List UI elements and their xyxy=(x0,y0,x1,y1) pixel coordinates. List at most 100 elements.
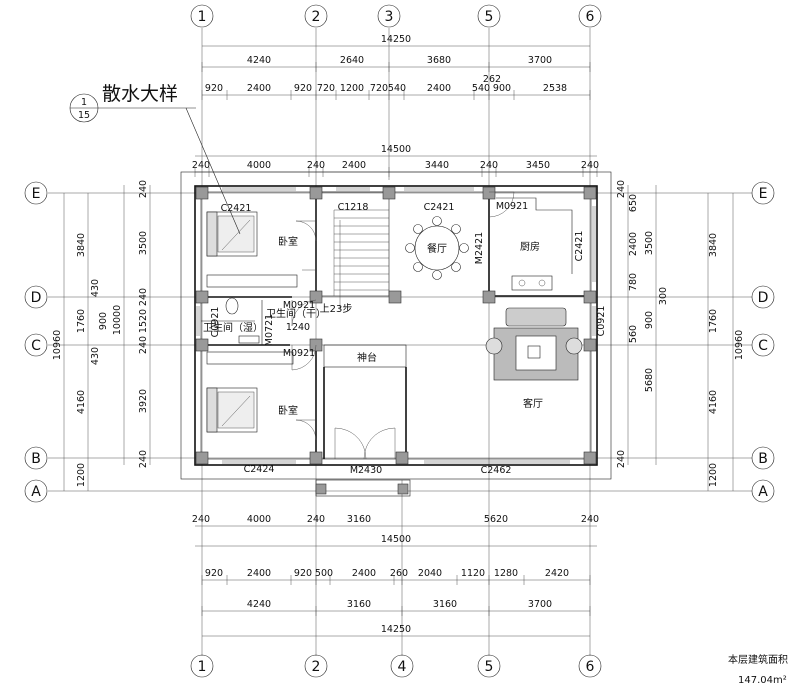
dim-right-o-1: 3840 xyxy=(708,233,719,257)
dim-top-r6-1: 240 xyxy=(192,160,210,171)
structural-columns xyxy=(195,186,597,495)
dim-left-o-1: 3840 xyxy=(76,233,87,257)
dim-bot-r4-4: 3700 xyxy=(528,599,552,610)
dim-bot-r4-3: 3160 xyxy=(433,599,457,610)
axis-left-E: E xyxy=(32,186,41,202)
dim-top-r2-1: 4240 xyxy=(247,55,271,66)
dim-right-i-3: 2400 xyxy=(628,232,639,256)
dim-right-m-1: 3500 xyxy=(644,231,655,255)
dim-top-262: 262 xyxy=(483,74,501,85)
axis-right-D: D xyxy=(758,290,769,306)
furniture xyxy=(206,197,583,433)
dim-right-m-4: 5680 xyxy=(644,368,655,392)
dim-bot-r1-2: 4000 xyxy=(247,514,271,525)
code-door-dining-kitchen: M2421 xyxy=(474,232,485,264)
room-labels: 卧室 卧室 餐厅 厨房 客厅 神台 上23步 卫生间（干） 卫生间（湿） 124… xyxy=(203,235,543,417)
dim-bot-r3-6: 260 xyxy=(390,568,408,579)
dim-right-m-3: 900 xyxy=(644,311,655,329)
axis-left-B: B xyxy=(31,451,41,467)
room-dining: 餐厅 xyxy=(427,242,447,255)
dim-left-o-3: 1760 xyxy=(76,309,87,333)
dim-left-i-6: 3920 xyxy=(138,389,149,413)
dim-left-i-2: 3500 xyxy=(138,231,149,255)
axis-right-C: C xyxy=(758,338,768,354)
dim-right-i-5: 560 xyxy=(628,325,639,343)
dim-left-o-6: 1200 xyxy=(76,463,87,487)
bottom-dimensions: 240 4000 240 3160 5620 240 14500 920 240… xyxy=(192,514,599,637)
dim-bot-total-14500: 14500 xyxy=(381,534,411,545)
dim-bot-r3-3: 920 xyxy=(294,568,312,579)
callout-title: 散水大样 xyxy=(102,83,178,105)
dim-bot-r3-2: 2400 xyxy=(247,568,271,579)
dim-left-i-3: 240 xyxy=(138,288,149,306)
dim-left-o-5: 4160 xyxy=(76,390,87,414)
windows xyxy=(196,187,596,464)
right-dimensions: 10960 3840 1760 4160 1200 3500 300 900 5… xyxy=(616,180,745,491)
callout-detail-num: 1 xyxy=(81,97,87,108)
dim-right-o-2: 1760 xyxy=(708,309,719,333)
dim-top-r4-11: 2538 xyxy=(543,83,567,94)
code-win-bed-bottom: C2424 xyxy=(244,464,275,475)
dim-left-i-1: 240 xyxy=(138,180,149,198)
dim-top-r4-5: 1200 xyxy=(340,83,364,94)
axis-bottom-1: 1 xyxy=(198,659,207,675)
room-living: 客厅 xyxy=(523,397,543,410)
axis-left-C: C xyxy=(31,338,41,354)
dim-top-r4-6: 720 xyxy=(370,83,388,94)
top-dimensions: 14250 4240 2640 3680 3700 262 920 2400 9… xyxy=(192,34,599,177)
axis-top-5: 5 xyxy=(485,9,494,25)
code-door-bath-side: M0721 xyxy=(264,314,275,346)
dim-right-i-1: 240 xyxy=(616,180,627,198)
room-bedroom-bottom: 卧室 xyxy=(278,404,298,417)
dim-top-r6-6: 240 xyxy=(480,160,498,171)
axis-top-3: 3 xyxy=(385,9,394,25)
dim-bot-r3-9: 1280 xyxy=(494,568,518,579)
dim-right-i-4: 780 xyxy=(628,273,639,291)
doors xyxy=(291,191,515,460)
dim-top-r4-2: 2400 xyxy=(247,83,271,94)
axis-left-A: A xyxy=(31,484,41,500)
dim-right-o-4: 1200 xyxy=(708,463,719,487)
dim-top-r6-8: 240 xyxy=(581,160,599,171)
dim-bot-r3-5: 2400 xyxy=(352,568,376,579)
axis-top-6: 6 xyxy=(586,9,595,25)
room-shrine: 神台 xyxy=(357,351,377,364)
axis-grid xyxy=(48,28,752,656)
dim-right-o-3: 4160 xyxy=(708,390,719,414)
left-dimensions: 10960 3840 430 1760 430 4160 1200 10000 … xyxy=(52,180,151,491)
room-kitchen: 厨房 xyxy=(520,240,540,253)
room-bedroom-top: 卧室 xyxy=(278,235,298,248)
dim-left-10000: 10000 xyxy=(112,305,123,335)
floor-area-label: 本层建筑面积 xyxy=(728,653,788,666)
dim-left-i-7: 240 xyxy=(138,450,149,468)
dim-bot-r4-1: 4240 xyxy=(247,599,271,610)
building-walls xyxy=(180,171,612,497)
code-win-kitchen-side: C2421 xyxy=(574,231,585,262)
dim-bot-r3-10: 2420 xyxy=(545,568,569,579)
staircase xyxy=(333,209,389,310)
dim-top-r6-4: 2400 xyxy=(342,160,366,171)
dim-bot-total-14250: 14250 xyxy=(381,624,411,635)
dim-top-r6-7: 3450 xyxy=(526,160,550,171)
axis-right-E: E xyxy=(759,186,768,202)
dim-top-r4-7: 540 xyxy=(388,83,406,94)
dim-top-r2-4: 3700 xyxy=(528,55,552,66)
dim-left-o-2: 430 xyxy=(90,279,101,297)
dim-top-r4-8: 2400 xyxy=(427,83,451,94)
axis-bottom-4: 4 xyxy=(398,659,407,675)
area-footer: 本层建筑面积 147.04m² xyxy=(728,653,788,684)
dim-left-i-4: 1520 xyxy=(138,309,149,333)
dim-bot-r3-8: 1120 xyxy=(461,568,485,579)
dim-bot-r3-4: 500 xyxy=(315,568,333,579)
code-win-living-side: C0921 xyxy=(596,306,607,337)
axis-bottom-6: 6 xyxy=(586,659,595,675)
detail-callout: 1 15 散水大样 xyxy=(69,83,241,235)
dim-top-r4-4: 720 xyxy=(317,83,335,94)
axis-top-1: 1 xyxy=(198,9,207,25)
dim-bot-r1-1: 240 xyxy=(192,514,210,525)
stair-label: 上23步 xyxy=(320,303,353,315)
dim-bot-r3-7: 2040 xyxy=(418,568,442,579)
dim-top-r2-3: 3680 xyxy=(427,55,451,66)
axis-bubbles-top: 1 2 3 5 6 xyxy=(190,4,602,28)
